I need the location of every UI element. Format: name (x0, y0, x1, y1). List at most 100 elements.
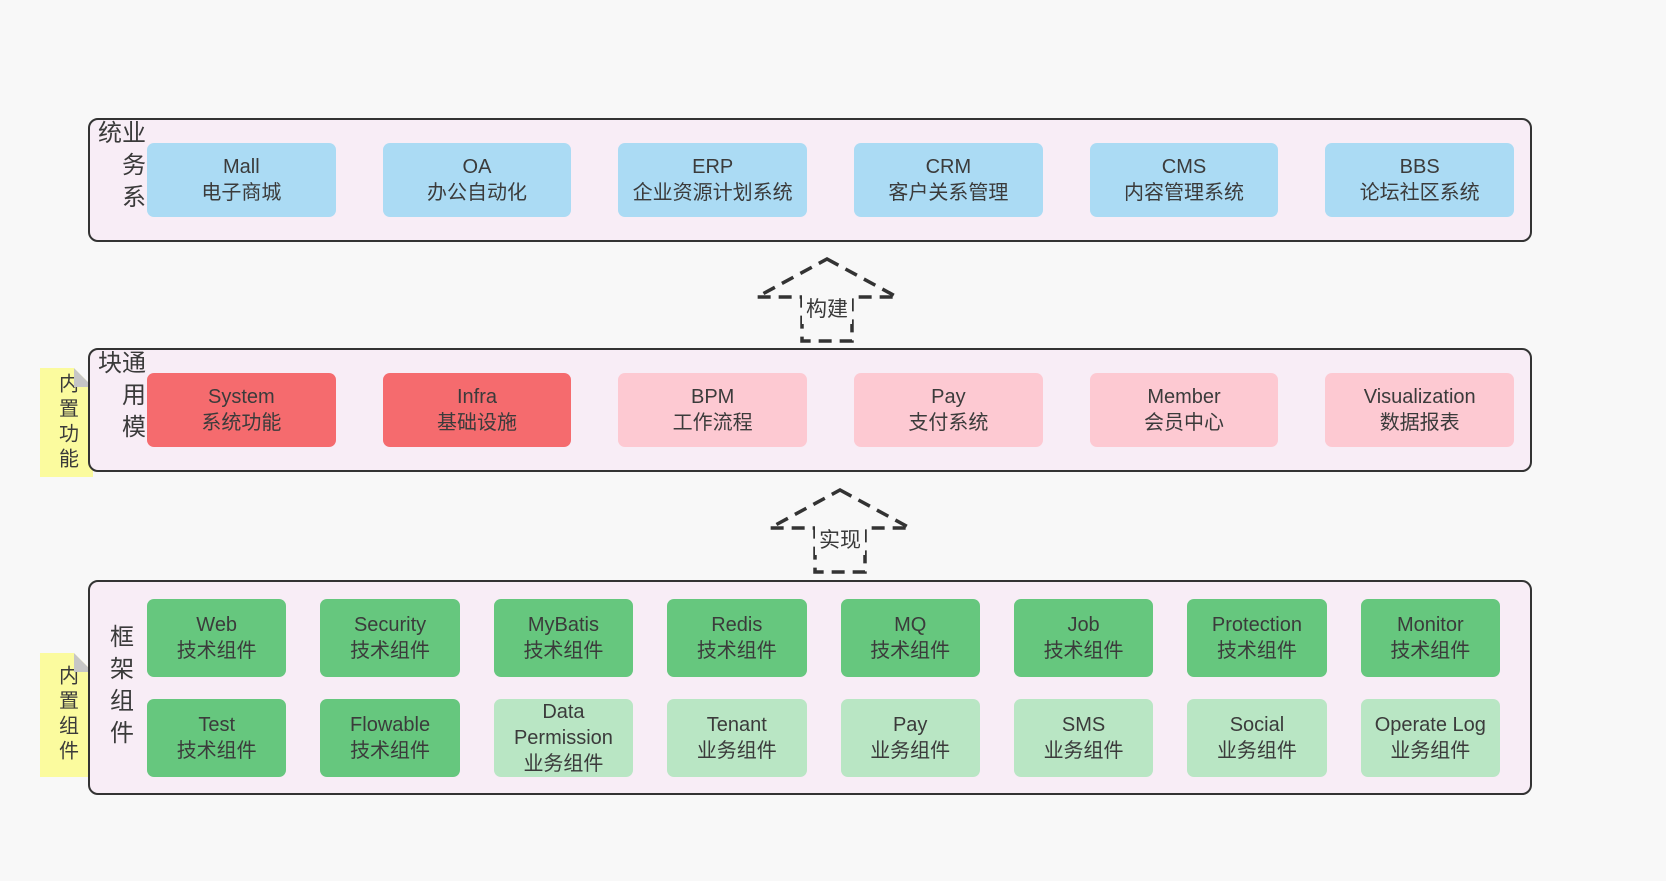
component-row: System 系统功能 Infra 基础设施 BPM 工作流程 Pay 支付系统 Member 会… (147, 373, 1515, 447)
component-title: ERP (692, 156, 734, 178)
component-title: CMS (1161, 156, 1207, 178)
component-subtitle: 数据报表 (1379, 412, 1460, 434)
component-box-erp: ERP 企业资源计划系统 (618, 143, 808, 217)
component-subtitle: 技术组件 (176, 639, 257, 662)
component-box-infra: Infra 基础设施 (382, 373, 572, 447)
component-subtitle: 基础设施 (437, 412, 517, 434)
component-subtitle: 会员中心 (1144, 412, 1225, 434)
component-title: Web (196, 613, 238, 636)
arrow-build: 构建 (753, 256, 901, 344)
component-box-sms: SMS 业务组件 (1013, 698, 1154, 777)
component-title: Mall (223, 156, 260, 178)
band-business-systems: 业务系统 Mall 电子商城 OA 办公自动化 ERP 企业资源计划系统 CRM 客户关系管理… (88, 118, 1532, 242)
component-title: Social (1229, 713, 1285, 736)
component-box-mq: MQ 技术组件 (840, 598, 980, 677)
component-title: Operate Log (1374, 713, 1486, 736)
component-title: Infra (456, 386, 498, 408)
component-box-oa: OA 办公自动化 (382, 143, 572, 217)
sticky-note-built-in-functions: 内置功能 (40, 368, 93, 477)
component-subtitle: 技术组件 (1390, 639, 1471, 662)
component-subtitle: 技术组件 (696, 639, 777, 662)
component-box-mall: Mall 电子商城 (147, 143, 336, 217)
band-label-framework-components: 框架组件 (90, 582, 147, 793)
component-subtitle: 技术组件 (1043, 639, 1124, 662)
component-box-pay: Pay 业务组件 (840, 698, 980, 777)
component-subtitle: 系统功能 (201, 412, 282, 434)
component-subtitle: 业务组件 (1216, 739, 1297, 762)
component-subtitle: 论坛社区系统 (1359, 182, 1480, 204)
component-subtitle: 工作流程 (672, 412, 753, 434)
component-title: Pay (931, 386, 966, 408)
component-title: Tenant (706, 713, 767, 736)
band-common-modules: 通用模块 System 系统功能 Infra 基础设施 BPM 工作流程 Pay 支付系统 Me… (88, 348, 1532, 472)
component-title: System (207, 386, 275, 408)
component-box-job: Job 技术组件 (1013, 598, 1154, 677)
component-box-crm: CRM 客户关系管理 (854, 143, 1043, 217)
component-title: BBS (1399, 156, 1440, 178)
component-subtitle: 技术组件 (1216, 639, 1297, 662)
component-title: SMS (1061, 713, 1106, 736)
component-title: Pay (892, 713, 928, 736)
component-box-social: Social 业务组件 (1187, 698, 1327, 777)
component-box-member: Member 会员中心 (1089, 373, 1279, 447)
component-box-bbs: BBS 论坛社区系统 (1325, 143, 1515, 217)
component-title: Protection (1211, 613, 1302, 636)
band-label-text: 框架组件 (105, 623, 133, 752)
component-title: Visualization (1363, 386, 1476, 408)
component-box-pay: Pay 支付系统 (854, 373, 1043, 447)
component-title: Flowable (350, 713, 431, 736)
component-subtitle: 技术组件 (176, 739, 257, 762)
component-title: Redis (711, 613, 763, 636)
component-box-web: Web 技术组件 (147, 598, 287, 677)
component-box-visualization: Visualization 数据报表 (1325, 373, 1515, 447)
component-subtitle: 业务组件 (870, 739, 951, 762)
component-title: Monitor (1396, 613, 1464, 636)
component-title: Data Permission (513, 700, 613, 749)
component-subtitle: 客户关系管理 (888, 182, 1009, 204)
component-box-redis: Redis 技术组件 (667, 598, 807, 677)
component-subtitle: 办公自动化 (427, 182, 527, 204)
component-box-protection: Protection 技术组件 (1187, 598, 1327, 677)
component-subtitle: 技术组件 (870, 639, 951, 662)
component-subtitle: 企业资源计划系统 (632, 182, 793, 204)
component-title: Security (353, 613, 427, 636)
component-box-data-permission: Data Permission 业务组件 (493, 698, 634, 777)
component-subtitle: 业务组件 (1043, 739, 1124, 762)
component-title: MQ (894, 613, 927, 636)
band-boxes-container: Mall 电子商城 OA 办公自动化 ERP 企业资源计划系统 CRM 客户关系管理 CMS 内容… (147, 120, 1530, 240)
component-subtitle: 电子商城 (201, 182, 282, 204)
component-subtitle: 业务组件 (523, 752, 604, 775)
component-box-cms: CMS 内容管理系统 (1089, 143, 1279, 217)
arrow-label-implement: 实现 (815, 523, 865, 555)
component-title: BPM (691, 386, 735, 408)
band-label-text: 通用模块 (93, 350, 145, 446)
component-subtitle: 技术组件 (523, 639, 604, 662)
component-box-test: Test 技术组件 (147, 698, 287, 777)
component-title: OA (462, 156, 492, 178)
component-title: Member (1147, 386, 1221, 408)
component-title: Test (198, 713, 236, 736)
component-title: CRM (925, 156, 972, 178)
band-label-business-systems: 业务系统 (90, 120, 147, 240)
component-subtitle: 技术组件 (350, 739, 431, 762)
component-subtitle: 业务组件 (696, 739, 777, 762)
arrow-implement: 实现 (766, 487, 914, 575)
arrow-label-build: 构建 (802, 292, 852, 324)
component-box-flowable: Flowable 技术组件 (320, 698, 460, 777)
component-subtitle: 业务组件 (1390, 739, 1471, 762)
component-subtitle: 技术组件 (350, 639, 431, 662)
band-label-text: 业务系统 (93, 120, 145, 216)
component-title: Job (1067, 613, 1100, 636)
component-subtitle: 内容管理系统 (1124, 182, 1245, 204)
component-title: MyBatis (527, 613, 599, 636)
band-boxes-container: System 系统功能 Infra 基础设施 BPM 工作流程 Pay 支付系统 Member 会… (147, 350, 1530, 470)
component-subtitle: 支付系统 (908, 412, 989, 434)
component-box-system: System 系统功能 (147, 373, 336, 447)
component-box-tenant: Tenant 业务组件 (667, 698, 807, 777)
component-box-monitor: Monitor 技术组件 (1360, 598, 1500, 677)
component-row: Mall 电子商城 OA 办公自动化 ERP 企业资源计划系统 CRM 客户关系管理 CMS 内容… (147, 143, 1515, 217)
